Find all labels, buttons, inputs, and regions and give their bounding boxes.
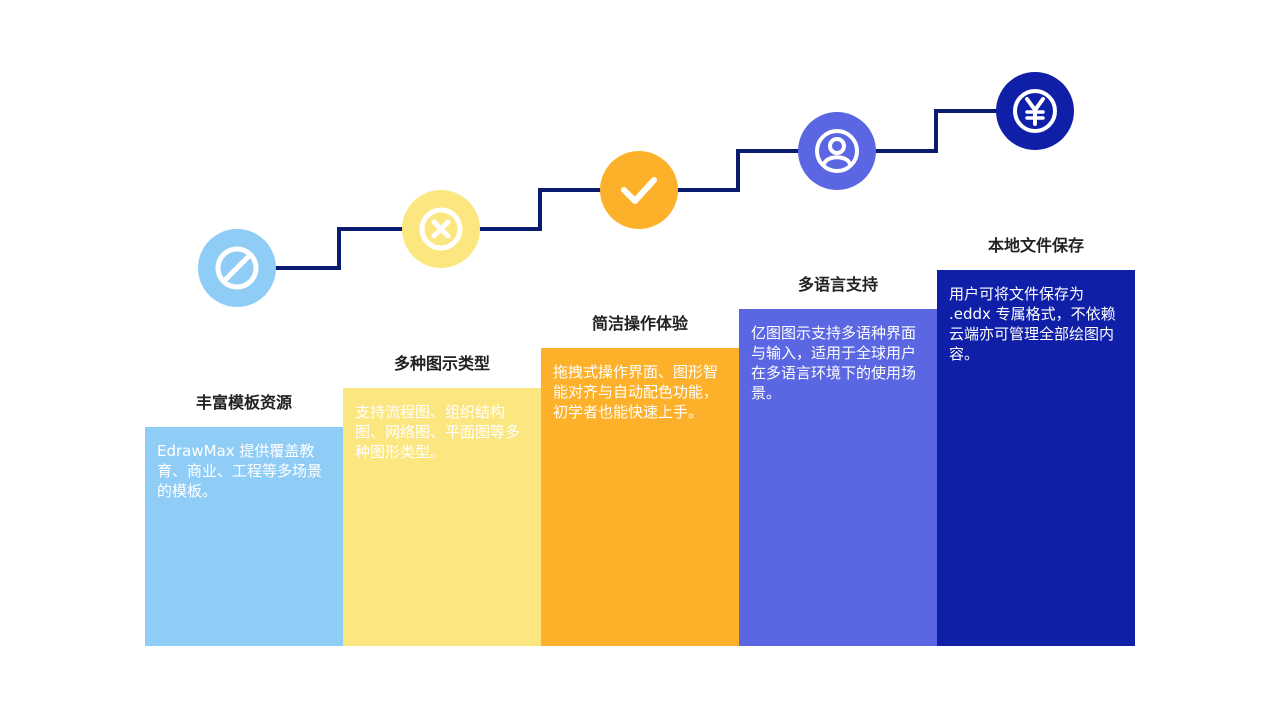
user-icon <box>815 129 859 173</box>
step-bar-multilanguage: 亿图图示支持多语种界面与输入，适用于全球用户在多语言环境下的使用场景。 <box>739 309 937 646</box>
step-title-templates: 丰富模板资源 <box>195 393 292 412</box>
step-title-multilanguage: 多语言支持 <box>797 275 878 294</box>
step-title-easy-operation: 简洁操作体验 <box>591 314 688 333</box>
step-title-diagram-types: 多种图示类型 <box>393 354 490 373</box>
step-description-local-save: 用户可将文件保存为 .eddx 专属格式，不依赖云端亦可管理全部绘图内容。 <box>949 285 1116 363</box>
step-bar-local-save: 用户可将文件保存为 .eddx 专属格式，不依赖云端亦可管理全部绘图内容。 <box>937 270 1135 646</box>
step-circle-templates <box>198 229 276 307</box>
close-icon <box>419 207 463 251</box>
step-circle-multilanguage <box>798 112 876 190</box>
step-description-diagram-types: 支持流程图、组织结构图、网络图、平面图等多种图形类型。 <box>355 403 521 461</box>
step-bar-templates: EdrawMax 提供覆盖教育、商业、工程等多场景的模板。 <box>145 427 343 646</box>
step-description-multilanguage: 亿图图示支持多语种界面与输入，适用于全球用户在多语言环境下的使用场景。 <box>751 324 917 402</box>
check-icon <box>621 177 657 204</box>
step-title-local-save: 本地文件保存 <box>987 236 1084 255</box>
step-circle-easy-operation <box>600 151 678 229</box>
step-circle-diagram-types <box>402 190 480 268</box>
step-description-easy-operation: 拖拽式操作界面、图形智能对齐与自动配色功能，初学者也能快速上手。 <box>553 363 719 421</box>
step-bar-diagram-types: 支持流程图、组织结构图、网络图、平面图等多种图形类型。 <box>343 388 541 646</box>
step-bar-easy-operation: 拖拽式操作界面、图形智能对齐与自动配色功能，初学者也能快速上手。 <box>541 348 739 646</box>
step-description-templates: EdrawMax 提供覆盖教育、商业、工程等多场景的模板。 <box>157 442 323 500</box>
yen-icon <box>1013 89 1057 133</box>
prohibited-icon <box>215 246 259 290</box>
step-circle-local-save <box>996 72 1074 150</box>
